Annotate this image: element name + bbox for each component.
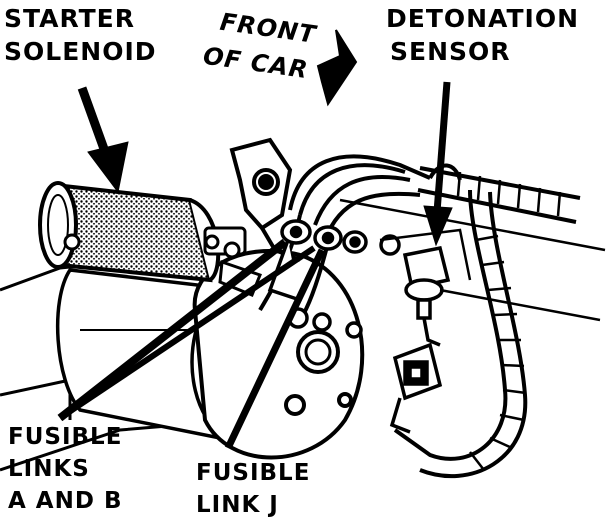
label-fusible-line1: FUSIBLE (8, 424, 123, 450)
label-fusible-j-line1: FUSIBLE (196, 460, 311, 486)
label-fusible-link-j: FUSIBLE LINK J (196, 462, 310, 517)
fusible-link-lugs (267, 219, 401, 339)
label-solenoid-line2: SOLENOID (4, 37, 157, 66)
mounting-bracket (229, 137, 301, 262)
front-direction-arrow (316, 29, 358, 107)
solenoid-terminals (203, 226, 262, 297)
label-sensor-line2: SENSOR (390, 37, 511, 66)
casting-edges (339, 198, 606, 322)
sensor-connector (389, 342, 443, 434)
label-front-of-car: FRONT OF CAR (201, 8, 318, 84)
label-fusible-links-ab: FUSIBLE LINKS A AND B (8, 426, 123, 513)
detonation-sensor (402, 245, 451, 347)
label-starter-solenoid: STARTER SOLENOID (4, 6, 157, 64)
label-detonation-line1: DETONATION (386, 4, 579, 33)
label-starter-line1: STARTER (4, 4, 135, 33)
label-a-and-b-line3: A AND B (8, 488, 123, 514)
harness-ribs (456, 171, 562, 471)
starter-solenoid (38, 181, 221, 283)
callout-arrows (57, 81, 453, 450)
label-links-line2: LINKS (8, 456, 90, 482)
label-detonation-sensor: DETONATION SENSOR (386, 6, 579, 64)
label-link-j-line2: LINK J (196, 492, 279, 518)
